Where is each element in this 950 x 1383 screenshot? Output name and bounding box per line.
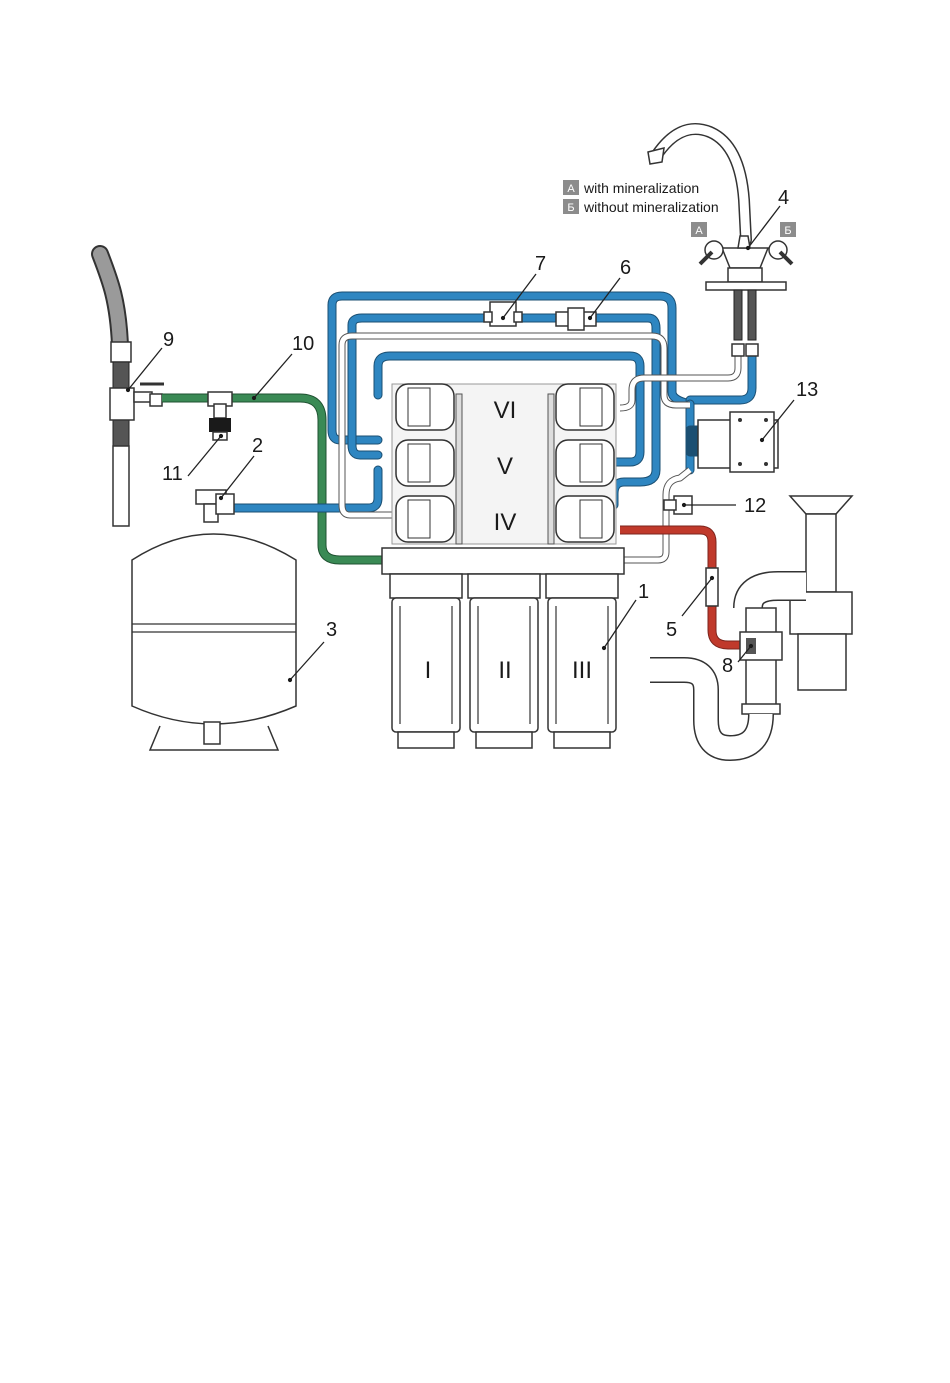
stage-label-3: III xyxy=(572,657,592,684)
svg-text:11: 11 xyxy=(162,463,183,485)
stage-label-4: IV xyxy=(494,509,517,536)
svg-text:6: 6 xyxy=(620,257,631,279)
callout-4: 4 xyxy=(746,187,789,250)
svg-text:10: 10 xyxy=(292,333,314,355)
svg-text:5: 5 xyxy=(666,619,677,641)
legend-item-a: А with mineralization xyxy=(563,180,699,196)
feed-valve xyxy=(110,384,164,420)
faucet-badge-left: А xyxy=(691,222,707,237)
svg-text:7: 7 xyxy=(535,253,546,275)
svg-text:13: 13 xyxy=(796,379,818,401)
storage-tank xyxy=(132,490,296,750)
stage-label-6: VI xyxy=(494,397,517,424)
callout-12: 12 xyxy=(682,495,766,517)
svg-text:4: 4 xyxy=(778,187,789,209)
legend: А with mineralization Б without minerali… xyxy=(563,180,719,215)
faucet-badge-right: Б xyxy=(780,222,796,237)
svg-text:Б: Б xyxy=(567,202,574,214)
svg-text:2: 2 xyxy=(252,435,263,457)
svg-text:Б: Б xyxy=(784,225,791,237)
svg-text:9: 9 xyxy=(163,329,174,351)
callout-6: 6 xyxy=(588,257,631,320)
svg-text:V: V xyxy=(497,453,513,480)
svg-text:А: А xyxy=(567,183,575,195)
svg-text:А: А xyxy=(695,225,703,237)
callout-10: 10 xyxy=(252,333,314,400)
svg-text:8: 8 xyxy=(722,655,733,677)
filter-housings-lower xyxy=(382,548,624,748)
svg-text:III: III xyxy=(572,657,592,684)
drain-saddle xyxy=(740,632,782,660)
tee-fitting xyxy=(208,392,232,440)
svg-text:IV: IV xyxy=(494,509,517,536)
legend-item-b: Б without mineralization xyxy=(563,199,719,215)
svg-text:1: 1 xyxy=(638,581,649,603)
svg-text:I: I xyxy=(425,657,432,684)
stage-label-2: II xyxy=(498,657,511,684)
stage-label-5: V xyxy=(497,453,513,480)
callout-11: 11 xyxy=(162,434,223,485)
callout-9: 9 xyxy=(126,329,174,392)
drain-flow-restrictor xyxy=(706,568,718,606)
flow-restrictor xyxy=(484,302,522,326)
svg-text:II: II xyxy=(498,657,511,684)
svg-text:without mineralization: without mineralization xyxy=(583,199,719,215)
svg-text:with mineralization: with mineralization xyxy=(583,180,699,196)
svg-text:3: 3 xyxy=(326,619,337,641)
svg-text:VI: VI xyxy=(494,397,517,424)
stage-label-1: I xyxy=(425,657,432,684)
svg-text:12: 12 xyxy=(744,495,766,517)
pump xyxy=(686,412,778,472)
